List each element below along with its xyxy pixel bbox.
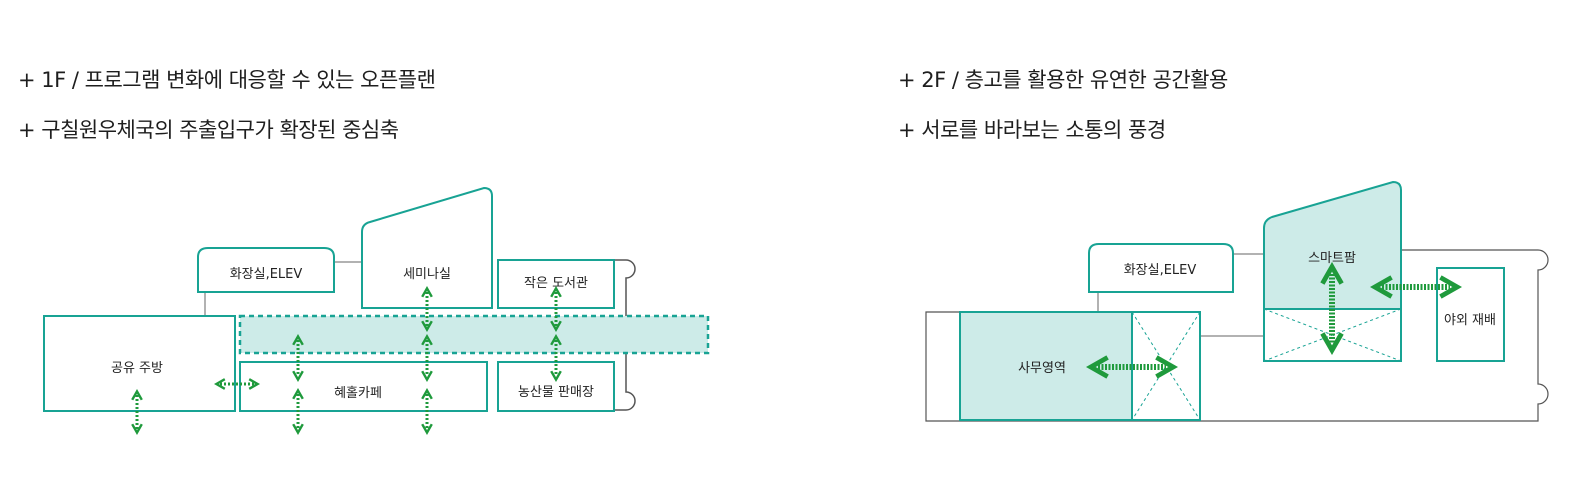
restroom-elev-room-2f	[1088, 243, 1234, 293]
office-label: 사무영역	[1018, 361, 1066, 376]
smart-farm-room	[1263, 180, 1402, 310]
small-library-label: 작은 도서관	[524, 276, 588, 291]
restroom-elev-label-2f: 화장실,ELEV	[1124, 263, 1197, 278]
building-outline-2f	[925, 249, 1549, 422]
floor2-caption-line2: + 서로를 바라보는 소통의 풍경	[898, 118, 1166, 142]
farm-market-room	[497, 361, 615, 412]
outdoor-cultivation-label: 야외 재배	[1444, 313, 1496, 328]
restroom-elev-room-1f	[197, 247, 335, 293]
cafe-label: 혜홀카페	[334, 386, 382, 401]
floor1-caption-line2: + 구칠원우체국의 주출입구가 확장된 중심축	[18, 118, 399, 142]
smart-farm-label: 스마트팜	[1308, 251, 1356, 266]
floor2-caption-line1: + 2F / 층고를 활용한 유연한 공간활용	[898, 68, 1228, 92]
farm-market-label: 농산물 판매장	[518, 385, 594, 400]
seminar-room	[361, 186, 493, 309]
shared-kitchen-label: 공유 주방	[111, 361, 163, 376]
seminar-label: 세미나실	[403, 267, 451, 282]
cafe-room	[239, 361, 488, 412]
floor2-plan: 사무영역 화장실,ELEV 스마트팜 야외 재배	[925, 180, 1549, 422]
restroom-elev-label-1f: 화장실,ELEV	[230, 267, 303, 282]
floor1-caption-line1: + 1F / 프로그램 변화에 대응할 수 있는 오픈플랜	[18, 68, 436, 92]
central-axis-corridor	[238, 314, 710, 355]
floor1-plan: 화장실,ELEV 세미나실 작은 도서관 공유 주방 혜홀카페 농산물 판매장	[43, 186, 710, 436]
